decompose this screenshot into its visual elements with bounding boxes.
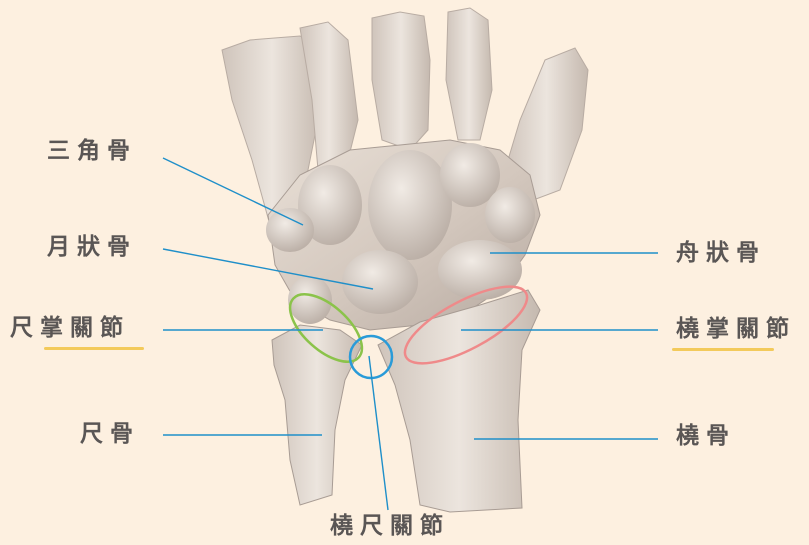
label-radioulnar-joint: 橈尺關節 (330, 515, 450, 538)
label-lunate: 月狀骨 (47, 236, 137, 259)
label-radius: 橈骨 (676, 425, 736, 448)
label-triquetrum: 三角骨 (47, 140, 137, 163)
label-radiocarpal-joint: 橈掌關節 (676, 318, 796, 341)
label-ulna: 尺骨 (80, 423, 140, 446)
metacarpal-2 (446, 8, 492, 140)
trapezium (485, 187, 535, 243)
wrist-bones-illustration (222, 8, 588, 512)
triquetrum-bone (266, 208, 314, 252)
label-ulnocarpal-joint: 尺掌關節 (10, 317, 130, 340)
scaphoid-bone (438, 240, 522, 300)
underline-radiocarpal (672, 348, 774, 351)
underline-ulnocarpal (44, 347, 144, 350)
lunate-bone (342, 250, 418, 314)
leader-radioulnar (369, 356, 388, 510)
ulna-bone (272, 325, 362, 505)
metacarpal-3 (372, 12, 430, 150)
capitate (368, 150, 452, 260)
label-scaphoid: 舟狀骨 (676, 242, 766, 265)
